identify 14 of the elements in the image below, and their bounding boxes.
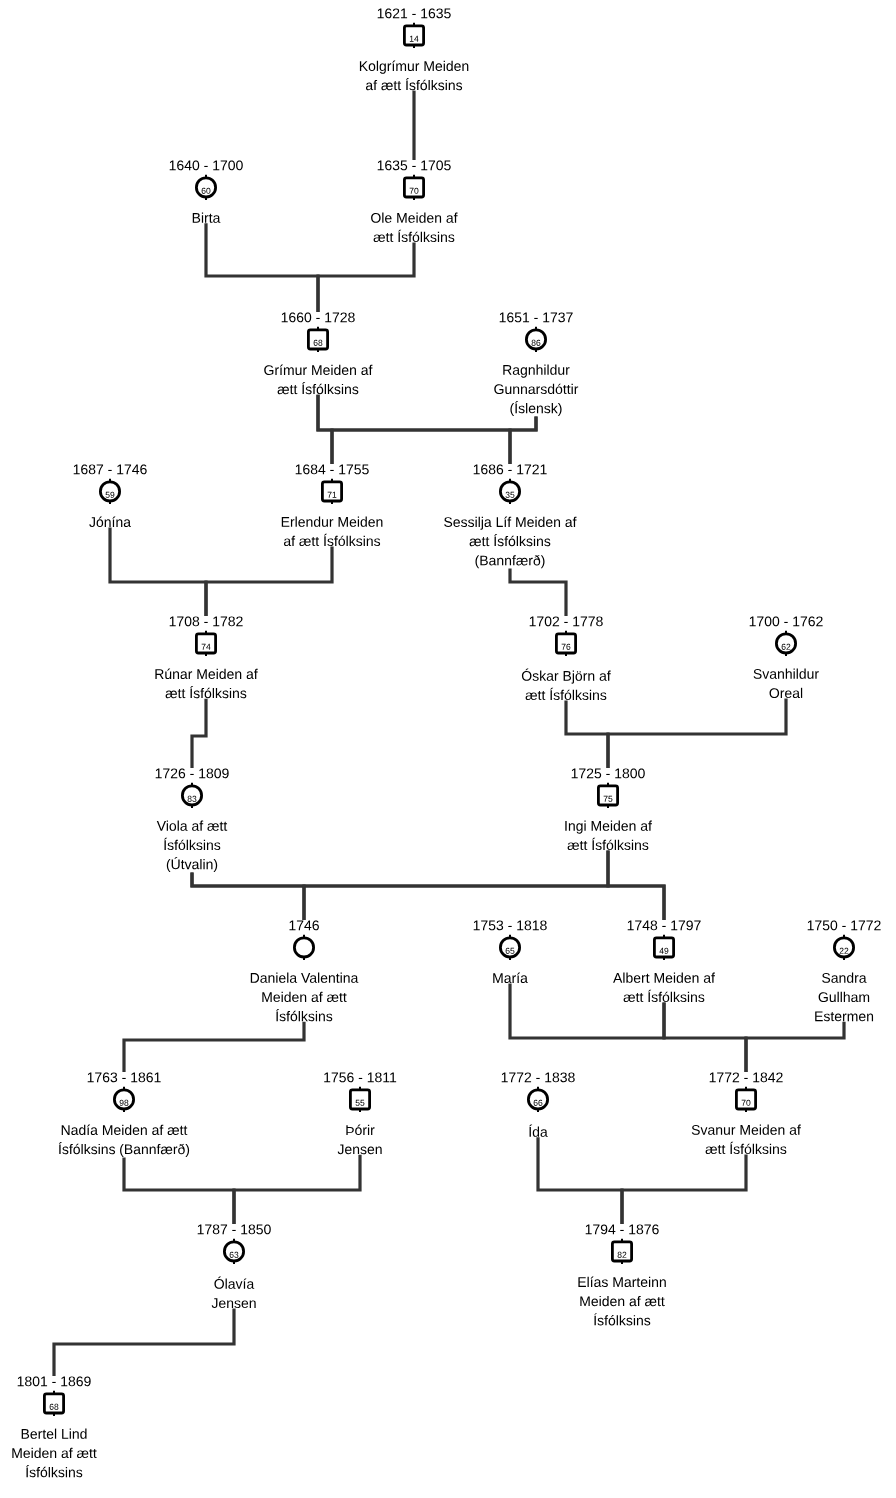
family-line — [204, 546, 334, 616]
family-line — [122, 1021, 306, 1072]
family-line — [232, 1154, 362, 1224]
family-line — [620, 1154, 748, 1224]
family-line — [508, 983, 666, 1040]
family-line — [508, 568, 568, 616]
family-line — [744, 1021, 846, 1072]
family-line — [190, 698, 208, 768]
family-line — [606, 850, 666, 920]
family-line — [606, 698, 788, 768]
family-line — [412, 90, 416, 160]
family-line — [316, 242, 416, 312]
family-line — [508, 416, 538, 464]
family-line — [52, 1308, 236, 1376]
